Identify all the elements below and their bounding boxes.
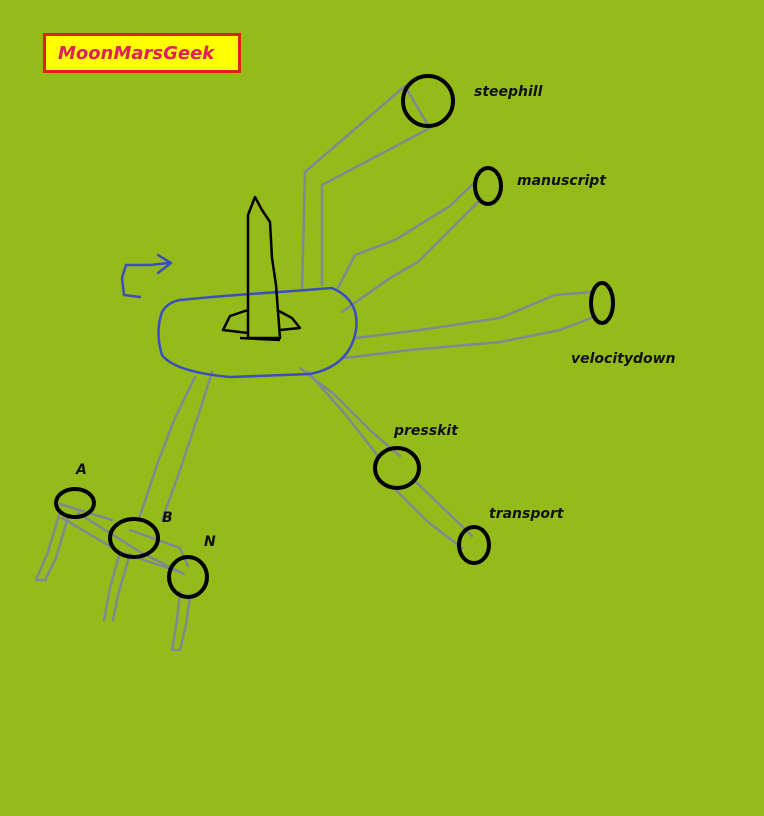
label-manuscript: manuscript xyxy=(517,173,607,189)
path-a-tail-b xyxy=(44,515,70,580)
path-hub-to-presskit-b xyxy=(306,370,380,458)
path-presskit-to-transport-a xyxy=(390,484,464,550)
node-presskit xyxy=(373,446,421,490)
label-presskit: presskit xyxy=(394,423,458,439)
hub-platform xyxy=(157,286,358,379)
path-hub-to-manuscript-b xyxy=(340,200,480,314)
path-b-to-n xyxy=(128,528,190,568)
path-hub-to-manuscript-a xyxy=(336,178,479,290)
path-b-tail-a xyxy=(102,550,122,622)
label-a: A xyxy=(76,462,87,478)
rotation-arrow-icon xyxy=(120,253,173,299)
brand-logo: MoonMarsGeek xyxy=(43,33,241,73)
path-n-tail-b xyxy=(178,594,192,652)
node-a xyxy=(54,487,96,519)
path-a-to-n xyxy=(76,511,186,576)
path-a-tail-a xyxy=(34,510,62,582)
path-a-to-b xyxy=(58,502,114,522)
path-hub-to-steephill-b xyxy=(320,126,432,287)
path-presskit-to-transport-b xyxy=(414,480,474,538)
path-hub-to-velocitydown-b xyxy=(343,314,598,360)
path-hub-to-steephill-a xyxy=(300,84,430,292)
path-hub-to-b-a xyxy=(138,375,197,518)
label-steephill: steephill xyxy=(474,84,543,100)
node-transport xyxy=(457,525,491,565)
label-velocitydown: velocitydown xyxy=(571,351,676,367)
path-hub-to-b-b xyxy=(160,370,214,522)
node-manuscript xyxy=(473,166,503,206)
label-b: B xyxy=(162,510,173,526)
node-velocitydown xyxy=(589,281,615,325)
node-b xyxy=(108,517,160,559)
label-transport: transport xyxy=(489,506,564,522)
path-hub-to-velocitydown-a xyxy=(354,290,594,340)
path-b-tail-b xyxy=(111,552,132,622)
label-n: N xyxy=(204,534,216,550)
brand-logo-text: MoonMarsGeek xyxy=(58,42,215,64)
rocket-icon xyxy=(221,195,302,342)
path-n-tail-a xyxy=(170,590,182,652)
node-n xyxy=(167,555,209,599)
node-steephill xyxy=(401,74,455,128)
